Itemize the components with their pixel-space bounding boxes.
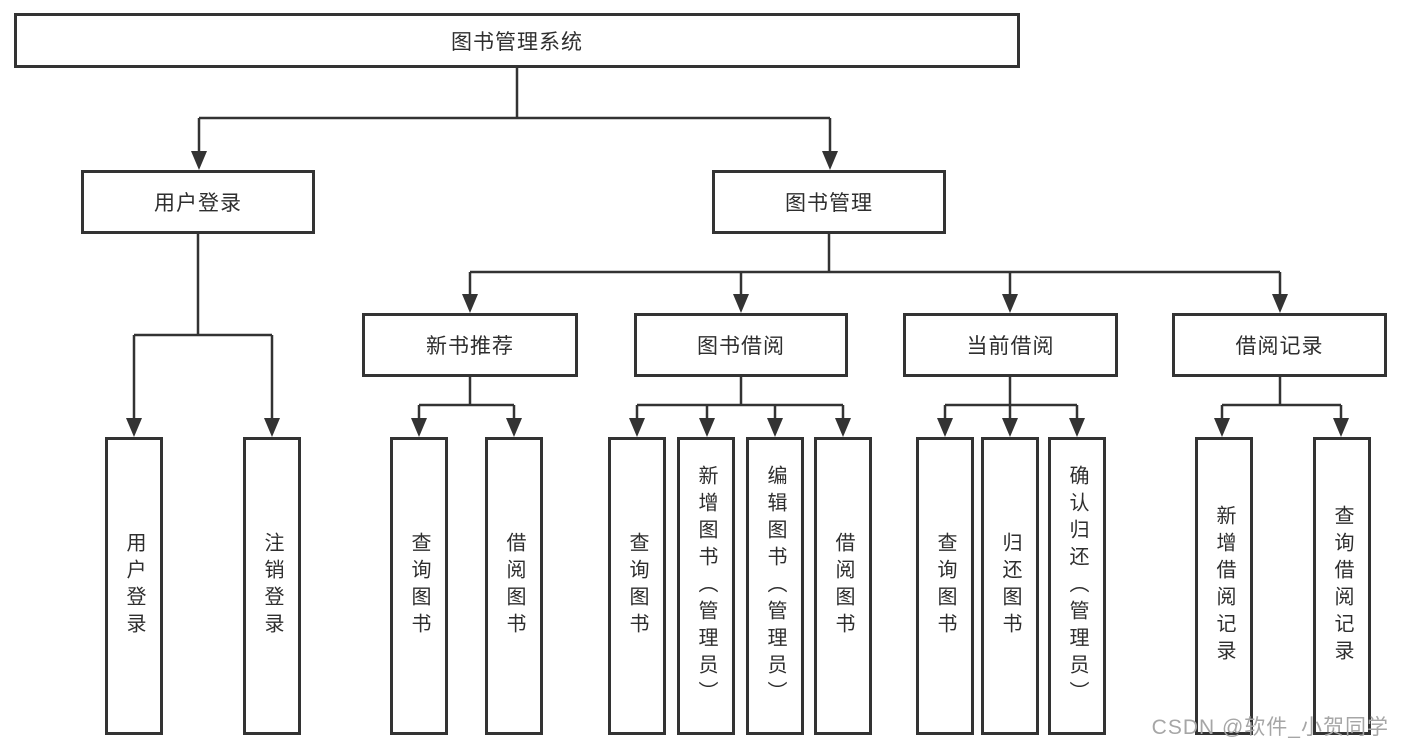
node-book-management: 图书管理 [712, 170, 946, 234]
leaf-newbooks-query-books-label: 查询图书 [408, 532, 430, 640]
node-current-borrow: 当前借阅 [903, 313, 1118, 377]
leaf-borrow-borrow-books: 借阅图书 [814, 437, 872, 735]
leaf-borrow-add-books-admin-label: 新增图书（管理员） [695, 464, 717, 708]
leaf-records-add-record-label: 新增借阅记录 [1213, 505, 1235, 667]
leaf-current-query-books-label: 查询图书 [934, 532, 956, 640]
leaf-records-query-record: 查询借阅记录 [1313, 437, 1371, 735]
leaf-current-confirm-return-admin: 确认归还（管理员） [1048, 437, 1106, 735]
node-book-management-label: 图书管理 [785, 192, 873, 215]
leaf-borrow-query-books: 查询图书 [608, 437, 666, 735]
node-book-borrow-label: 图书借阅 [697, 335, 785, 358]
node-current-borrow-label: 当前借阅 [966, 335, 1055, 358]
node-new-book-recommend-label: 新书推荐 [426, 335, 514, 358]
leaf-newbooks-borrow-books: 借阅图书 [485, 437, 543, 735]
leaf-current-return-books-label: 归还图书 [999, 532, 1021, 640]
node-root-library-system: 图书管理系统 [14, 13, 1020, 68]
leaf-current-return-books: 归还图书 [981, 437, 1039, 735]
node-book-borrow: 图书借阅 [634, 313, 848, 377]
leaf-borrow-add-books-admin: 新增图书（管理员） [677, 437, 735, 735]
csdn-watermark: CSDN @软件_小贺同学 [1151, 716, 1389, 739]
leaf-user-login-label: 用户登录 [123, 532, 145, 640]
node-user-login: 用户登录 [81, 170, 315, 234]
leaf-newbooks-borrow-books-label: 借阅图书 [503, 532, 525, 640]
arrowheads [126, 151, 1349, 437]
leaf-user-login: 用户登录 [105, 437, 163, 735]
node-user-login-label: 用户登录 [154, 192, 242, 215]
leaf-newbooks-query-books: 查询图书 [390, 437, 448, 735]
leaf-current-query-books: 查询图书 [916, 437, 974, 735]
node-borrow-records: 借阅记录 [1172, 313, 1387, 377]
leaf-records-query-record-label: 查询借阅记录 [1331, 505, 1353, 667]
leaf-logout: 注销登录 [243, 437, 301, 735]
node-borrow-records-label: 借阅记录 [1235, 335, 1324, 358]
leaf-borrow-edit-books-admin: 编辑图书（管理员） [746, 437, 804, 735]
node-new-book-recommend: 新书推荐 [362, 313, 578, 377]
leaf-borrow-edit-books-admin-label: 编辑图书（管理员） [764, 464, 786, 708]
leaf-borrow-borrow-books-label: 借阅图书 [832, 532, 854, 640]
node-root-label: 图书管理系统 [451, 30, 583, 54]
leaf-borrow-query-books-label: 查询图书 [626, 532, 648, 640]
leaf-logout-label: 注销登录 [261, 532, 283, 640]
leaf-current-confirm-return-admin-label: 确认归还（管理员） [1066, 464, 1088, 708]
leaf-records-add-record: 新增借阅记录 [1195, 437, 1253, 735]
